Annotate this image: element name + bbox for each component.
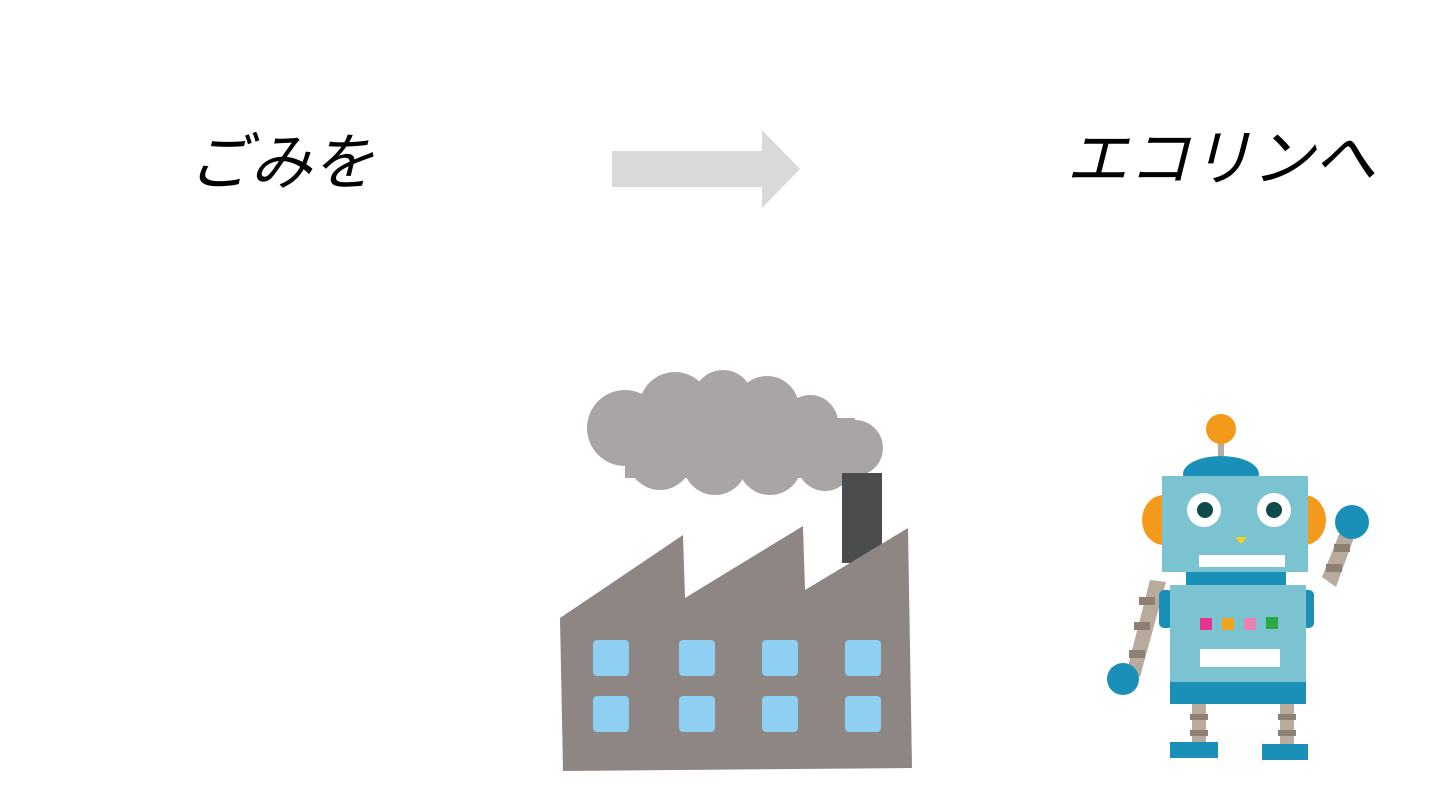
right-arrow-icon [612, 130, 800, 208]
robot-button-4 [1266, 617, 1278, 629]
smoke-cloud [587, 370, 883, 495]
robot-body-base [1170, 682, 1306, 704]
factory-windows [593, 640, 881, 732]
robot-body [1170, 585, 1306, 697]
robot-right-leg [1278, 704, 1296, 744]
factory-illustration [560, 370, 912, 771]
destination-label: エコリンへ [1066, 122, 1377, 195]
robot-left-hand [1107, 663, 1139, 695]
source-label: ごみを [188, 126, 375, 199]
robot-left-arm [1126, 580, 1166, 677]
robot-chest-panel [1200, 649, 1280, 667]
robot-nose [1235, 537, 1247, 544]
robot-button-1 [1200, 618, 1212, 630]
robot-right-pupil [1266, 502, 1282, 518]
arrow-shape [612, 130, 800, 208]
robot-right-arm [1322, 527, 1356, 587]
robot-illustration [1107, 414, 1369, 760]
robot-left-pupil [1197, 502, 1213, 518]
robot-left-foot [1170, 742, 1218, 758]
robot-right-foot [1262, 744, 1308, 760]
robot-antenna-ball [1206, 414, 1236, 444]
robot-button-3 [1244, 618, 1256, 630]
factory-building [560, 526, 912, 771]
robot-mouth [1199, 555, 1285, 567]
robot-left-leg [1190, 704, 1208, 744]
robot-left-shoulder [1159, 590, 1173, 628]
robot-right-hand [1335, 505, 1369, 539]
robot-button-2 [1222, 618, 1234, 630]
robot-neck [1186, 572, 1286, 586]
